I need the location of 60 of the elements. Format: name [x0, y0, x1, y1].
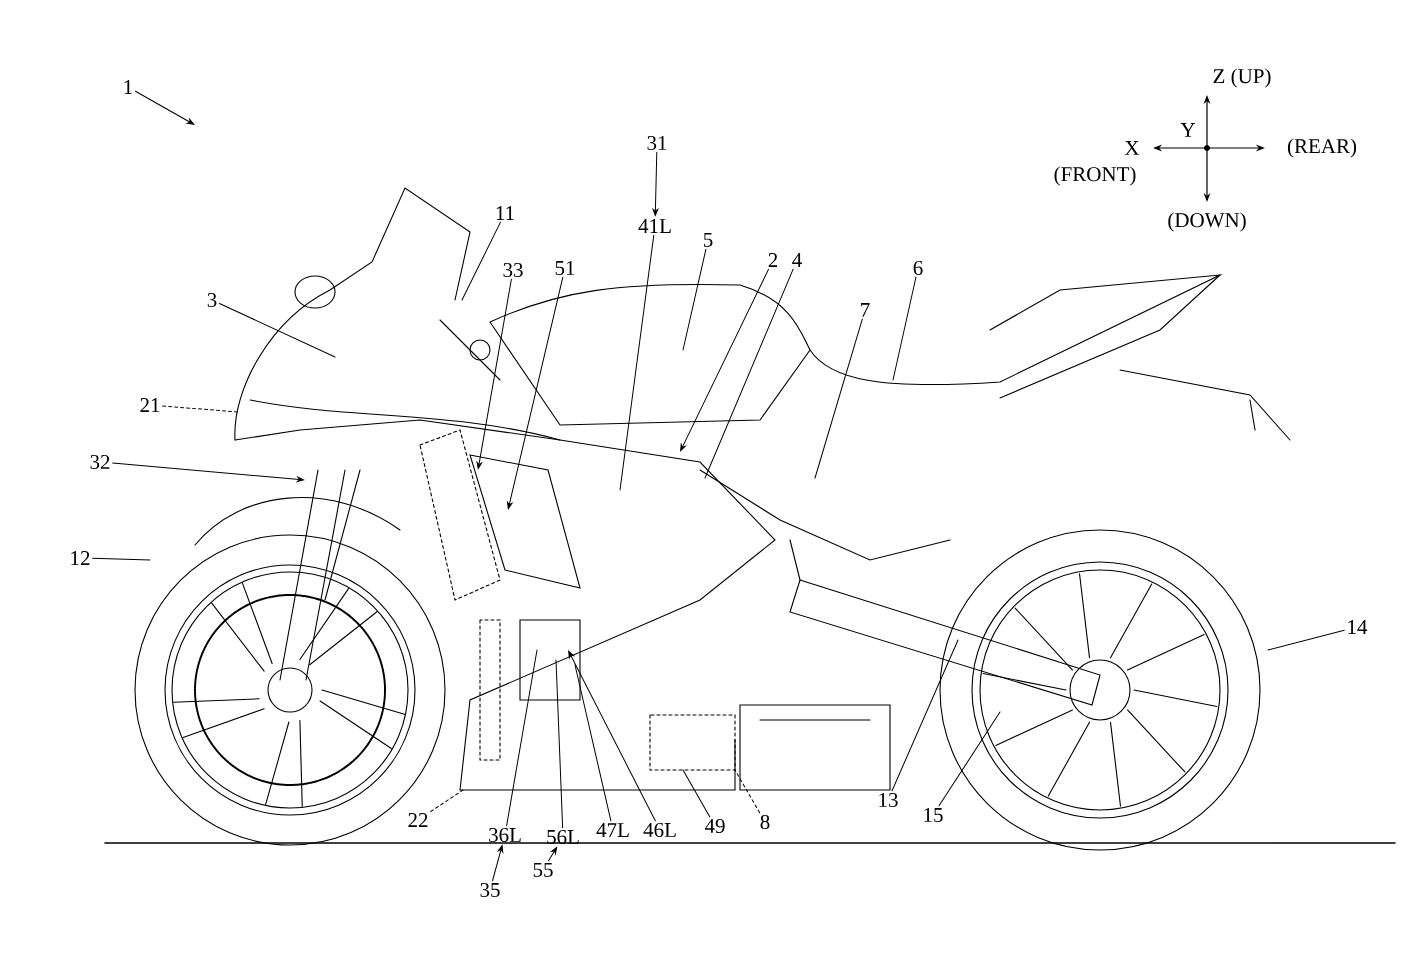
axis-label: (REAR) [1287, 138, 1357, 158]
callout-number: 31 [647, 135, 667, 151]
callout-number: 47L [596, 823, 629, 837]
callout-number: 36L [489, 827, 521, 843]
callout-number: 4 [792, 253, 802, 267]
leader-line [682, 769, 711, 818]
callout-number: 55 [533, 863, 553, 877]
axis-label: Y [1180, 123, 1196, 137]
callout-number: 56L [547, 829, 579, 845]
callout-number: 12 [71, 551, 90, 565]
leader-line [891, 639, 959, 792]
callout-number: 21 [140, 398, 160, 412]
leader-line [938, 711, 1001, 807]
leader-arrow [134, 90, 195, 125]
callout-number: 33 [503, 262, 523, 278]
callout-number: 22 [408, 813, 428, 827]
callout-number: 5 [704, 233, 713, 247]
callout-number: 3 [207, 292, 217, 308]
callout-number: 13 [879, 792, 898, 808]
axis-label: (DOWN) [1168, 212, 1246, 232]
leader-arrow [507, 276, 564, 510]
leader-arrow [680, 268, 770, 452]
leader-line [734, 769, 761, 814]
leader-line [555, 659, 564, 829]
leader-arrow [568, 650, 656, 822]
leader-arrow [652, 151, 659, 216]
leader-line [162, 405, 239, 413]
leader-arrow [476, 278, 512, 470]
leader-line [892, 276, 917, 381]
callout-number: 51 [555, 260, 575, 276]
callout-number: 41L [638, 219, 671, 233]
leader-line [704, 268, 794, 479]
callout-number: 8 [760, 814, 770, 830]
leader-arrow [548, 846, 558, 862]
callout-number: 2 [768, 253, 778, 267]
callout-number: 46L [643, 822, 676, 838]
callout-number: 6 [913, 260, 923, 276]
callout-number: 7 [861, 303, 870, 317]
callout-number: 1 [124, 80, 132, 94]
leader-arrow [112, 462, 305, 483]
leader-line [814, 318, 863, 479]
leader-line [619, 234, 655, 491]
leader-line [461, 221, 501, 301]
axis-label: X [1124, 141, 1140, 155]
callout-number: 49 [704, 818, 725, 834]
leader-line [92, 557, 151, 561]
leader-arrow [492, 845, 504, 882]
callout-number: 15 [924, 807, 943, 823]
leader-line [574, 664, 612, 822]
callout-number: 35 [480, 882, 500, 898]
leader-line [430, 789, 464, 813]
axis-label: (FRONT) [1054, 166, 1136, 186]
callout-number: 14 [1348, 620, 1368, 634]
axis-label: Z (UP) [1213, 68, 1271, 88]
leader-line [682, 248, 707, 351]
callout-number: 11 [496, 206, 514, 220]
callout-number: 32 [90, 454, 110, 470]
leader-line [506, 649, 538, 827]
leader-line [218, 302, 336, 358]
leader-line [1267, 629, 1345, 651]
